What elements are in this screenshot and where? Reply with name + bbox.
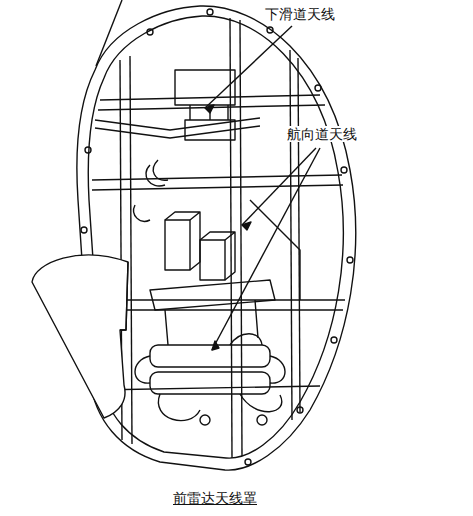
leader-line (212, 148, 320, 350)
leader-line (96, 0, 122, 66)
center-bracket (150, 200, 300, 345)
bulkhead-inner-ring (88, 16, 343, 458)
radome-hinge (120, 262, 128, 330)
leader-line (242, 148, 316, 225)
leader-line (205, 26, 292, 108)
vertical-frames (120, 18, 300, 458)
localizer-antenna (135, 334, 285, 425)
arrowheads (205, 105, 251, 350)
glideslope-antenna (95, 70, 260, 221)
part-label: 航向道天线 (285, 126, 359, 143)
part-label: 下滑道天线 (263, 6, 337, 23)
figure-caption: 前雷达天线罩 (171, 490, 259, 507)
radome-shell (32, 255, 128, 418)
